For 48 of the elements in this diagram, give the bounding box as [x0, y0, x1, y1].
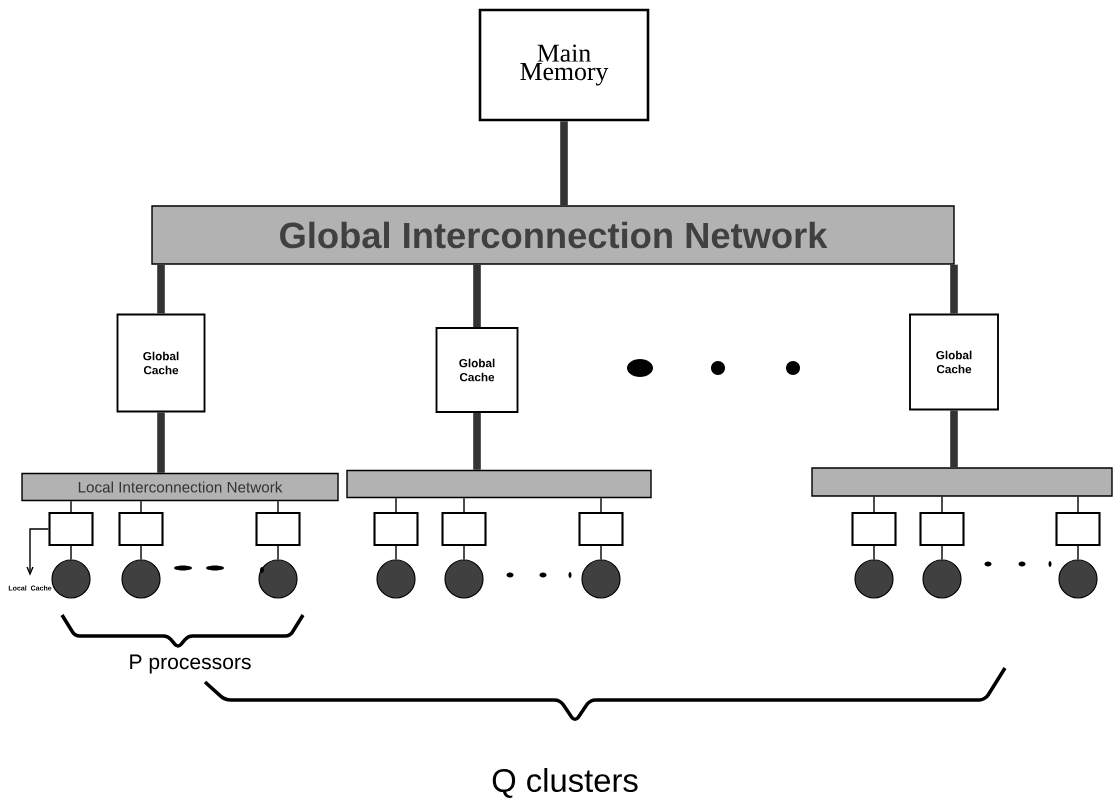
connector-line	[600, 545, 602, 561]
connector-line	[473, 264, 481, 328]
cache-box	[441, 511, 487, 547]
brace-label: P processors	[130, 654, 251, 674]
cache-box: Global Cache	[435, 327, 519, 413]
connector-line	[70, 500, 72, 513]
memory-box: Main Memory	[478, 8, 650, 122]
connector-line	[463, 497, 465, 513]
connector-line	[600, 497, 602, 513]
connector-line	[395, 497, 397, 513]
leader-line	[26, 528, 50, 576]
processor-circle	[121, 559, 161, 599]
network-bar: Local Interconnection Network	[21, 472, 339, 502]
connector-line	[941, 545, 943, 561]
connector-line	[395, 545, 397, 561]
connector-line	[1077, 496, 1079, 513]
connector-line	[277, 545, 279, 561]
connector-line	[873, 496, 875, 513]
processor-circle	[922, 559, 962, 599]
connector-line	[277, 500, 279, 513]
processor-circle	[51, 559, 91, 599]
connector-line	[70, 545, 72, 561]
network-bar: Global Interconnection Network	[151, 205, 955, 265]
processor-circle	[258, 559, 298, 599]
processor-circle	[581, 559, 621, 599]
connector-line	[140, 500, 142, 513]
network-bar	[811, 467, 1113, 497]
cache-box	[851, 511, 897, 547]
cache-box: Global Cache	[116, 313, 206, 413]
connector-line	[140, 545, 142, 561]
cache-box	[578, 511, 624, 547]
cache-box	[255, 511, 301, 547]
brace-label: Q clusters	[492, 768, 638, 798]
processor-circle	[854, 559, 894, 599]
cache-box	[48, 511, 94, 547]
connector-line	[941, 496, 943, 513]
cache-box	[118, 511, 164, 547]
cache-box	[1055, 511, 1101, 547]
network-bar	[346, 469, 652, 499]
cache-box: Global Cache	[909, 313, 999, 411]
connector-line	[1077, 545, 1079, 561]
processor-circle	[376, 559, 416, 599]
processor-circle	[444, 559, 484, 599]
processor-circle	[1058, 559, 1098, 599]
cache-box	[373, 511, 419, 547]
connector-line	[873, 545, 875, 561]
connector-line	[463, 545, 465, 561]
cache-box	[919, 511, 965, 547]
